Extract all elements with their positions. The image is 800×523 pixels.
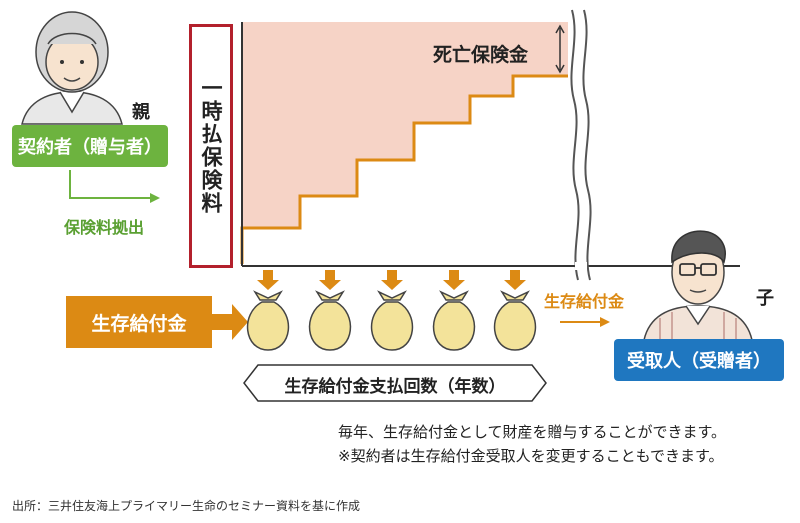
survival-arrow (212, 304, 248, 340)
money-bag-icon (432, 290, 476, 351)
payout-arrows (257, 270, 526, 290)
recipient-box: 受取人（受贈者） (614, 339, 784, 381)
child-icon (643, 230, 753, 341)
payout-arrow (504, 270, 526, 290)
payout-arrow (381, 270, 403, 290)
child-relation-label: 子 (756, 288, 774, 309)
contractor-box: 契約者（贈与者） (12, 125, 168, 167)
single-premium-label: 一時払保険料 (189, 24, 233, 268)
payout-arrow (319, 270, 341, 290)
money-bag-icon (370, 290, 414, 351)
payout-arrow (443, 270, 465, 290)
death-benefit-arrow (555, 24, 565, 74)
survival-benefit-arrow-label: 生存給付金 (544, 292, 625, 311)
premium-payment-label: 保険料拠出 (64, 218, 145, 237)
parent-icon (21, 11, 123, 125)
premium-flow-arrow (69, 170, 150, 199)
axis-break-wave-2 (582, 9, 592, 281)
payment-count-label: 生存給付金支払回数（年数） (284, 377, 506, 397)
payout-arrow (257, 270, 279, 290)
note-line: ※契約者は生存給付金受取人を変更することもできます。 (338, 447, 724, 465)
payments-label-frame (243, 364, 547, 402)
parent-relation-label: 親 (132, 102, 150, 123)
money-bags (246, 290, 537, 351)
source-credit: 出所：三井住友海上プライマリー生命のセミナー資料を基に作成 (12, 499, 361, 513)
notes: 毎年、生存給付金として財産を贈与することができます。 ※契約者は生存給付金受取人… (338, 420, 726, 468)
staircase-line (240, 74, 568, 264)
note-line: 毎年、生存給付金として財産を贈与することができます。 (338, 423, 727, 441)
money-bag-icon (493, 290, 537, 351)
premium-flow-arrowhead (150, 193, 160, 203)
staircase-white-fill (242, 76, 568, 264)
survival-benefit-box: 生存給付金 (66, 296, 212, 348)
axis-break-wave (570, 9, 580, 281)
death-benefit-label: 死亡保険金 (433, 44, 529, 66)
money-bag-icon (246, 290, 290, 351)
child-arrow-head (600, 317, 610, 327)
money-bag-icon (308, 290, 352, 351)
